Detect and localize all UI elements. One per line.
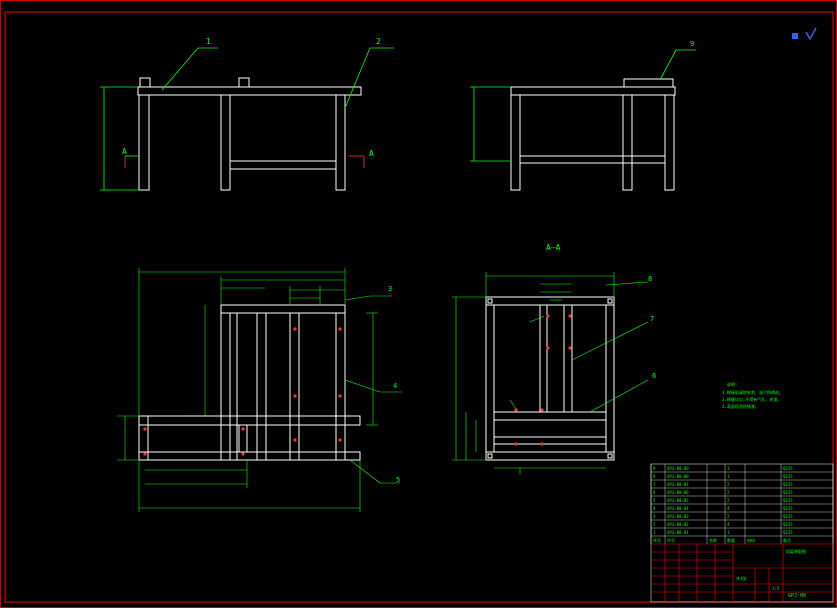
parts-header-label: 代号	[667, 537, 675, 543]
scale-text: 1:5	[772, 586, 780, 591]
parts-row-no: 1	[653, 530, 656, 535]
parts-row-code: GPJ-00-01	[667, 530, 689, 535]
check-icon[interactable]	[805, 27, 817, 41]
parts-row-note: Q235	[783, 490, 793, 495]
balloon-3: 3	[388, 285, 392, 293]
balloon-7: 7	[650, 315, 654, 323]
parts-row-note: Q235	[783, 522, 793, 527]
parts-row-note: Q235	[783, 466, 793, 471]
parts-row-note: Q235	[783, 474, 793, 479]
parts-row-note: Q235	[783, 482, 793, 487]
parts-row-note: Q235	[783, 506, 793, 511]
parts-row-qty: 2	[727, 514, 730, 519]
parts-row-note: Q235	[783, 514, 793, 519]
section-view-points	[514, 314, 572, 446]
parts-row-code: GPJ-00-07	[667, 482, 689, 487]
sheet-text: 共1张	[736, 575, 746, 581]
section-view-dims	[452, 272, 649, 475]
parts-row-no: 7	[653, 482, 656, 487]
front-view-labels: 1 2 A A	[122, 37, 381, 158]
plan-view	[138, 304, 361, 461]
balloon-6: 6	[652, 372, 656, 380]
plan-view-dims	[117, 268, 402, 512]
balloon-1: 1	[206, 37, 211, 46]
parts-header-label: 名称	[709, 537, 717, 543]
parts-row-no: 8	[653, 474, 656, 479]
parts-row-no: 2	[653, 522, 656, 527]
parts-row-no: 4	[653, 506, 656, 511]
title-block-lower	[651, 543, 833, 602]
parts-row-qty: 2	[727, 482, 730, 487]
parts-row-qty: 4	[727, 522, 730, 527]
parts-row-no: 6	[653, 490, 656, 495]
notes-line-3: 3.表面喷涂防锈漆。	[722, 403, 759, 409]
section-mark-right: A	[369, 149, 374, 158]
parts-header-label: 材料	[747, 537, 755, 543]
parts-row-note: Q235	[783, 498, 793, 503]
parts-header-label: 序号	[653, 537, 661, 543]
notes-line-2: 2.焊缝均匀,不得有气孔、夹渣。	[722, 396, 781, 402]
section-title: A—A	[546, 243, 561, 252]
parts-row-code: GPJ-00-02	[667, 522, 689, 527]
parts-row-qty: 1	[727, 466, 730, 471]
parts-row-qty: 1	[727, 474, 730, 479]
section-view	[485, 296, 615, 461]
parts-row-code: GPJ-00-03	[667, 514, 689, 519]
balloon-5: 5	[396, 476, 400, 484]
drawing-no: GPJ-00	[788, 593, 806, 599]
parts-header-label: 备注	[783, 537, 791, 543]
side-view-dims	[470, 49, 696, 162]
plan-view-points	[143, 327, 342, 456]
notes-heading: 说明:	[727, 381, 737, 387]
balloon-2: 2	[376, 37, 381, 46]
front-view	[137, 77, 362, 191]
parts-header-label: 数量	[727, 537, 735, 543]
section-mark-left: A	[122, 147, 127, 156]
layer-icon[interactable]	[792, 33, 798, 39]
parts-row-code: GPJ-00-06	[667, 490, 689, 495]
section-view-labels: 8 7 6	[648, 275, 656, 380]
plan-view-labels: 3 4 5	[388, 285, 400, 484]
front-view-dims	[100, 47, 394, 191]
parts-row-no: 9	[653, 466, 656, 471]
view-icons[interactable]	[792, 27, 817, 41]
parts-row-code: GPJ-00-05	[667, 498, 689, 503]
parts-row-note: Q235	[783, 530, 793, 535]
notes-line-1: 1.焊接前清除毛刺、油污和锈迹。	[722, 389, 783, 395]
balloon-4: 4	[393, 382, 397, 390]
parts-row-code: GPJ-00-08	[667, 474, 689, 479]
parts-row-no: 5	[653, 498, 656, 503]
drawing-name: 机架装配图	[786, 548, 806, 554]
technical-notes: 说明: 1.焊接前清除毛刺、油污和锈迹。 2.焊缝均匀,不得有气孔、夹渣。 3.…	[722, 381, 783, 409]
side-view	[510, 78, 676, 191]
balloon-9: 9	[690, 40, 694, 48]
parts-row-no: 3	[653, 514, 656, 519]
parts-row-qty: 1	[727, 530, 730, 535]
parts-row-code: GPJ-00-09	[667, 466, 689, 471]
parts-row-qty: 2	[727, 490, 730, 495]
parts-row-code: GPJ-00-04	[667, 506, 689, 511]
parts-row-qty: 4	[727, 506, 730, 511]
balloon-8: 8	[648, 275, 652, 283]
parts-row-qty: 2	[727, 498, 730, 503]
